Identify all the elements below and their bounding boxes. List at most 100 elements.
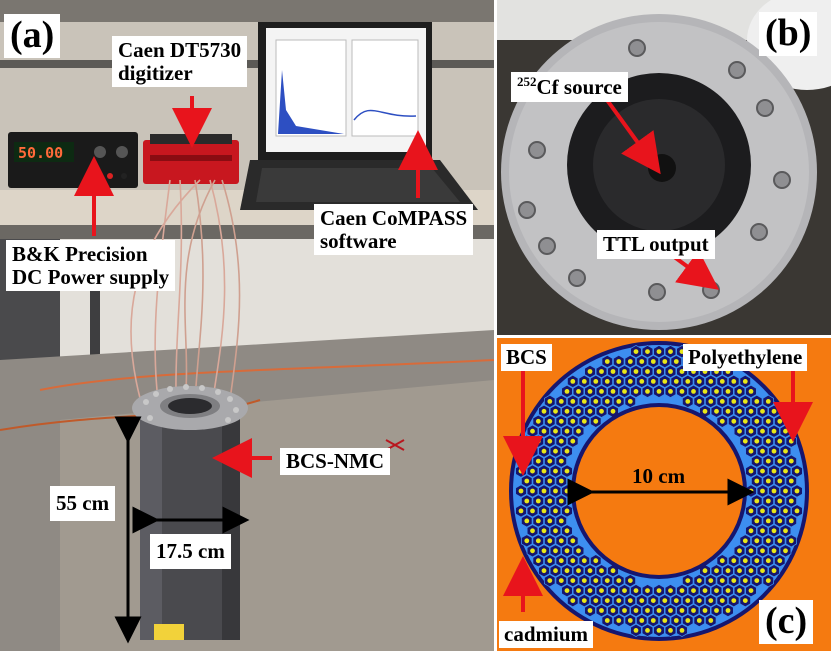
bcs-cell-array (515, 344, 803, 638)
bcs-rod (731, 578, 737, 583)
bcs-rod (748, 588, 754, 593)
bcs-rod (662, 598, 668, 603)
bcs-rod (765, 538, 771, 544)
panel-a-letter: (a) (4, 14, 61, 58)
bcs-rod (593, 418, 599, 424)
bcs-rod (719, 379, 725, 384)
panel-b-arrows (605, 98, 720, 290)
bcs-rod (719, 578, 725, 583)
bcs-rod (788, 478, 794, 484)
bcs-rod (622, 369, 627, 374)
bcs-rod (570, 399, 576, 404)
software-label: Caen CoMPASS software (314, 204, 474, 256)
bcs-rod (702, 588, 708, 593)
bcs-rod (524, 478, 530, 484)
bcs-rod (576, 588, 581, 593)
bcs-rod (771, 528, 777, 534)
bcs-rod (633, 389, 639, 394)
bcs-rod (777, 498, 783, 504)
bcs-rod (662, 359, 668, 364)
bcs-rod (685, 399, 691, 404)
bcs-rod (783, 508, 788, 514)
bcs-rod (645, 389, 650, 394)
bcs-rod (604, 618, 610, 623)
bcs-rod (547, 558, 553, 564)
bcs-rod (754, 458, 760, 464)
bcs-rod (570, 598, 576, 603)
power-supply-display: 50.00 (18, 144, 63, 162)
bcs-rod (547, 578, 553, 583)
bcs-rod (645, 588, 650, 593)
bcs-rod (765, 418, 771, 424)
bcs-rod (708, 578, 714, 583)
bcs-rod (668, 369, 673, 374)
bcs-rod (524, 538, 530, 544)
bcs-rod (794, 468, 800, 474)
bcs-rod (679, 588, 685, 593)
bcs-rod (765, 558, 771, 564)
bcs-rod (765, 478, 771, 484)
bcs-rod (558, 558, 564, 564)
panel-b-letter: (b) (759, 12, 818, 56)
bcs-rod (518, 508, 524, 514)
bcs-rod (685, 618, 691, 623)
bcs-rod (783, 488, 788, 494)
bcs-rod (587, 588, 593, 593)
bcs-rod (748, 448, 754, 454)
bcs-rod (719, 598, 725, 603)
panel-a-arrows (74, 96, 438, 644)
bcs-rod (771, 468, 777, 474)
bcs-rod (530, 488, 535, 494)
bcs-rod (633, 608, 639, 613)
bcs-rod (581, 418, 587, 424)
bcs-rod (564, 389, 570, 394)
software-label-line1: Caen CoMPASS (320, 206, 468, 230)
bcs-rod (547, 478, 553, 484)
bcs-rod (748, 528, 754, 534)
bcs-rod (788, 538, 794, 544)
bcs-rod (760, 448, 765, 454)
bcs-rod (765, 438, 771, 444)
bcs-rod (673, 618, 679, 623)
bcs-rod (524, 518, 530, 524)
bcs-rod (599, 408, 604, 414)
bcs-rod (673, 598, 679, 603)
bcs-rod (558, 458, 564, 464)
bcs-rod (587, 608, 593, 613)
bcs-rod (696, 399, 702, 404)
bcs-rod (668, 608, 673, 613)
bcs-rod (656, 369, 662, 374)
bcs-rod (691, 389, 696, 394)
power-supply-label-line1: B&K Precision (12, 242, 148, 266)
bcs-rod (570, 538, 576, 544)
bcs-rod (604, 399, 610, 404)
bcs-rod (593, 578, 599, 583)
bcs-rod (748, 548, 754, 554)
bcs-rod (616, 399, 622, 404)
bcs-rod (685, 379, 691, 384)
bcs-rod (668, 389, 673, 394)
bcs-rod (731, 418, 737, 424)
bcs-rod (656, 608, 662, 613)
bcs-rod (788, 498, 794, 504)
bcs-rod (541, 528, 547, 534)
bcs-rod (742, 399, 748, 404)
bcs-rod (742, 558, 748, 564)
bcs-rod (765, 399, 771, 404)
bcs-rod (564, 568, 570, 574)
bcs-rod (616, 379, 622, 384)
bcs-label: BCS (501, 344, 552, 371)
bcs-rod (765, 518, 771, 524)
detector-cross-section-svg (497, 338, 831, 651)
bcs-rod (581, 598, 587, 603)
bcs-rod (639, 598, 645, 603)
bcs-rod (616, 578, 622, 583)
bcs-rod (794, 508, 800, 514)
bcs-rod (737, 588, 742, 593)
bcs-rod (714, 568, 719, 574)
height-label: 55 cm (50, 486, 116, 521)
bcs-rod (524, 498, 530, 504)
bcs-rod (754, 558, 760, 564)
bcs-rod (593, 558, 599, 564)
bcs-rod (570, 438, 576, 444)
